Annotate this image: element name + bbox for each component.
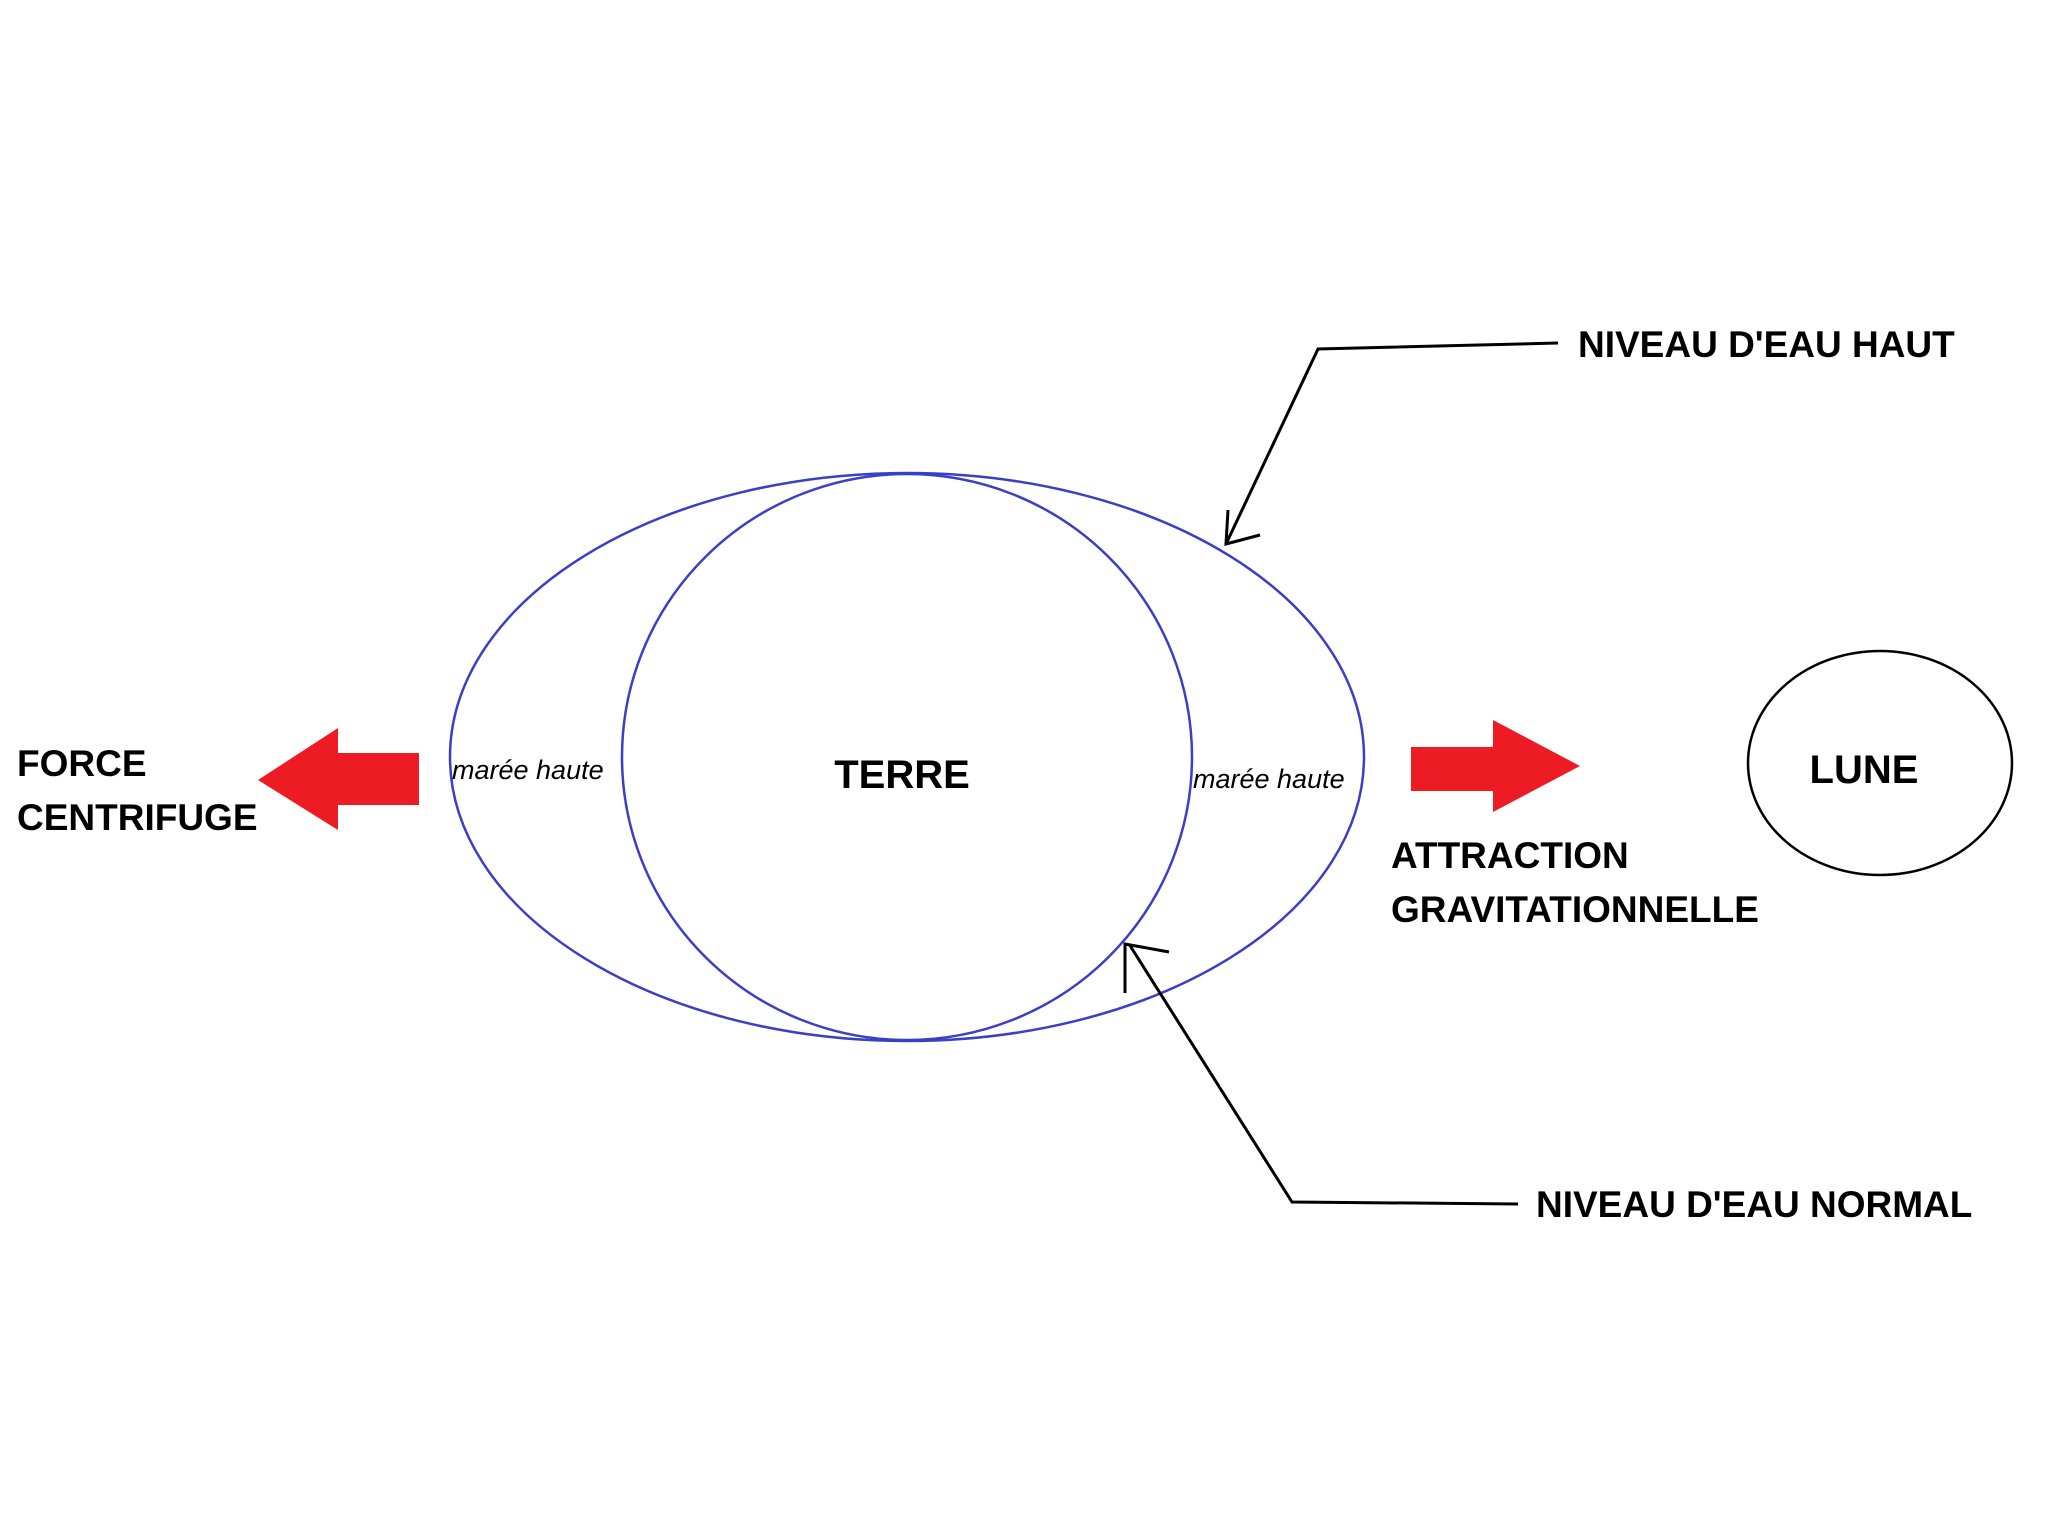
earth-circle <box>620 472 1194 1042</box>
normal-water-pointer-line <box>1127 943 1519 1206</box>
normal-water-pointer-arrowhead <box>1123 942 1170 993</box>
high-tide-left-label: marée haute <box>452 755 604 785</box>
gravitational-attraction-arrow <box>1411 720 1580 812</box>
earth-label: TERRE <box>834 753 970 797</box>
centrifugal-force-arrow <box>258 728 419 830</box>
high-water-pointer-arrowhead <box>1224 509 1261 546</box>
high-water-pointer-line <box>1224 341 1559 545</box>
centrifugal-force-label-line1: FORCE <box>17 743 147 784</box>
high-tide-right-label: marée haute <box>1193 764 1345 794</box>
gravitational-attraction-label-line1: ATTRACTION <box>1391 835 1629 876</box>
moon-label: LUNE <box>1810 748 1919 792</box>
high-water-level-label: NIVEAU D'EAU HAUT <box>1578 324 1955 365</box>
normal-water-level-label: NIVEAU D'EAU NORMAL <box>1536 1184 1972 1225</box>
centrifugal-force-label-line2: CENTRIFUGE <box>17 797 258 838</box>
moon-circle <box>1746 649 2014 877</box>
gravitational-attraction-label-line2: GRAVITATIONNELLE <box>1391 889 1759 930</box>
